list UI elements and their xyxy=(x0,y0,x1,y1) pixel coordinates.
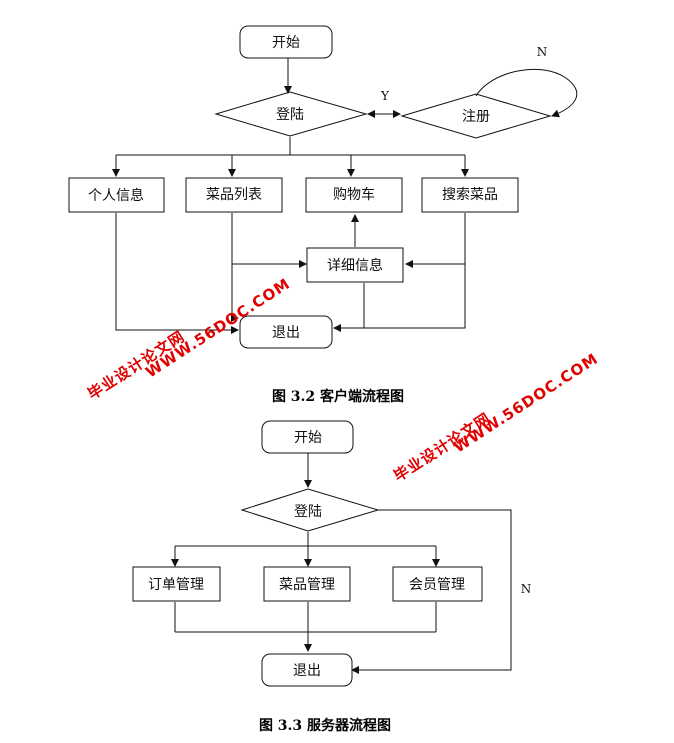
cart-box xyxy=(305,177,403,213)
server-caption: 图 3.3 服务器流程图 xyxy=(259,717,391,734)
search-dish-label: 搜索菜品 xyxy=(442,186,498,203)
logout-node xyxy=(239,315,333,349)
watermark-right-name: 毕业设计论文网 xyxy=(390,409,494,485)
search-dish-box xyxy=(421,177,519,213)
no-label: N xyxy=(537,45,548,59)
watermark-right: 毕业设计论文网 xyxy=(390,409,494,485)
order-mgmt-label: 订单管理 xyxy=(148,577,204,593)
server-start-label: 开始 xyxy=(294,430,322,446)
edge-server-login-no xyxy=(351,509,512,674)
server-login-decision xyxy=(240,488,380,532)
register-label: 注册 xyxy=(462,109,490,125)
edge-search-to-logout xyxy=(364,264,466,329)
server-logout-label: 退出 xyxy=(293,663,321,679)
login-label: 登陆 xyxy=(276,107,304,123)
detail-info-label: 详细信息 xyxy=(327,257,383,274)
server-flowchart xyxy=(132,420,512,687)
server-start-node xyxy=(261,420,354,454)
dish-list-box xyxy=(185,177,283,213)
server-logout-node xyxy=(261,653,353,687)
watermark-right-url-text: WWW.56DOC.COM xyxy=(450,349,601,456)
start-node xyxy=(239,25,333,59)
client-caption: 图 3.2 客户端流程图 xyxy=(272,388,404,405)
server-login-label: 登陆 xyxy=(294,504,322,520)
server-no-label: N xyxy=(521,582,532,596)
logout-label: 退出 xyxy=(272,325,300,341)
member-mgmt-label: 会员管理 xyxy=(409,577,465,593)
watermark-left-url: WWW.56DOC.COM xyxy=(142,274,293,381)
member-mgmt-box xyxy=(392,566,483,602)
cart-label: 购物车 xyxy=(333,186,375,203)
edge-register-loop xyxy=(475,68,578,118)
login-decision xyxy=(214,91,368,137)
client-labels: 开始 登陆 注册 Y N 个人信息 菜品列表 购物车 搜索菜品 详细信息 退出 … xyxy=(88,35,547,405)
order-mgmt-box xyxy=(132,566,221,602)
edge-search-to-detail xyxy=(405,213,466,268)
register-decision xyxy=(400,93,552,139)
edge-detail-to-logout xyxy=(333,283,365,332)
watermark-left-url-text: WWW.56DOC.COM xyxy=(142,274,293,381)
dish-list-label: 菜品列表 xyxy=(206,187,262,203)
dish-mgmt-label: 菜品管理 xyxy=(279,577,335,593)
edge-personal-to-logout xyxy=(115,213,239,334)
dish-mgmt-box xyxy=(263,566,351,602)
server-labels: 开始 登陆 订单管理 菜品管理 会员管理 退出 N 图 3.3 服务器流程图 xyxy=(148,430,531,734)
personal-info-label: 个人信息 xyxy=(88,187,144,204)
yes-label: Y xyxy=(380,89,390,103)
personal-info-box xyxy=(68,177,165,213)
start-label: 开始 xyxy=(272,35,300,51)
client-flowchart xyxy=(68,25,578,349)
detail-info-box xyxy=(306,247,404,283)
watermark-right-url: WWW.56DOC.COM xyxy=(450,349,601,456)
